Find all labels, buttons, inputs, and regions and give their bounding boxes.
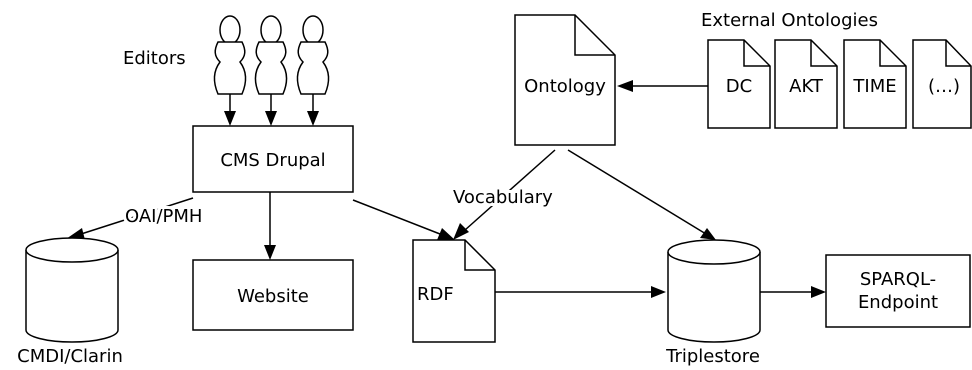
cms-drupal-box <box>192 125 354 193</box>
more-ontologies-label: (…) <box>928 76 960 97</box>
editor-icon-1 <box>213 15 247 95</box>
cms-to-rdf-arrow <box>352 199 455 240</box>
editor-arrow-1 <box>224 94 236 126</box>
akt-document <box>774 39 838 129</box>
triplestore-to-sparql-arrow <box>760 286 826 298</box>
vocabulary-label: Vocabulary <box>453 187 553 208</box>
editor-icon-3 <box>296 15 330 95</box>
sparql-endpoint-label-line1: SPARQL- <box>860 269 936 290</box>
cmdi-clarin-cylinder <box>25 237 119 343</box>
time-label: TIME <box>852 76 896 97</box>
dc-document <box>707 39 771 129</box>
ontology-to-triplestore-arrow <box>567 149 716 240</box>
more-ontologies-document <box>912 39 972 129</box>
ontology-document <box>514 14 616 146</box>
editor-arrow-3 <box>307 94 319 126</box>
oai-pmh-arrow <box>66 197 194 240</box>
sparql-endpoint-label-line2: Endpoint <box>858 292 938 313</box>
cmdi-clarin-label: CMDI/Clarin <box>17 346 123 367</box>
editors-label: Editors <box>123 48 186 69</box>
sparql-endpoint-box <box>825 254 971 328</box>
website-label: Website <box>237 286 309 307</box>
oai-pmh-label: OAI/PMH <box>125 206 202 227</box>
rdf-to-triplestore-arrow <box>495 286 666 298</box>
external-to-ontology-arrow <box>617 80 708 92</box>
rdf-document <box>412 239 496 343</box>
website-box <box>192 259 354 331</box>
time-document <box>843 39 907 129</box>
external-ontologies-title: External Ontologies <box>701 10 878 31</box>
vocabulary-arrow <box>453 149 556 240</box>
triplestore-cylinder <box>667 239 761 343</box>
cms-drupal-label: CMS Drupal <box>220 150 325 171</box>
rdf-label: RDF <box>417 284 454 305</box>
dc-label: DC <box>726 76 752 97</box>
ontology-label: Ontology <box>524 76 606 97</box>
akt-label: AKT <box>789 76 824 97</box>
editor-arrow-2 <box>265 94 277 126</box>
triplestore-label: Triplestore <box>665 346 760 367</box>
editor-icon-2 <box>254 15 288 95</box>
cms-to-website-arrow <box>264 192 276 260</box>
